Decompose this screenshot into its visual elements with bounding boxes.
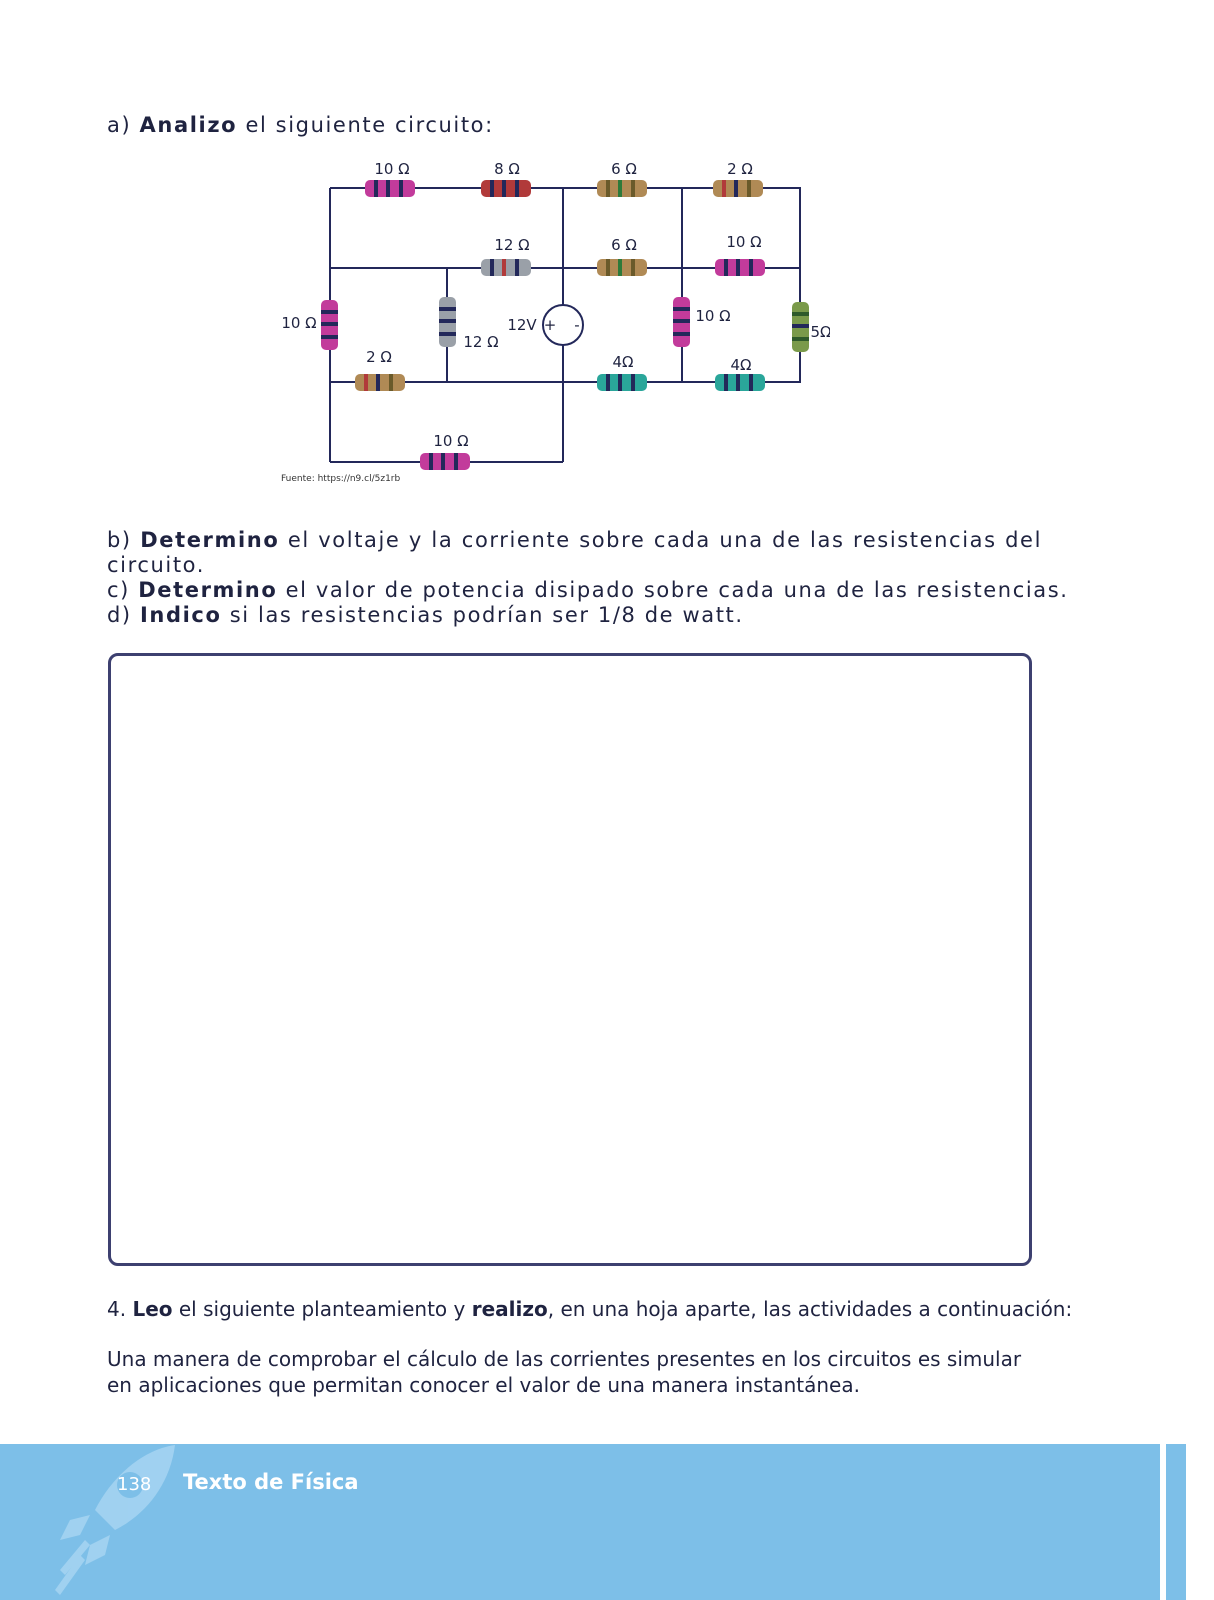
label-r-mid-10: 10 Ω	[726, 233, 761, 251]
label-minus: -	[574, 316, 579, 334]
item-4-instruction: 4. Leo el siguiente planteamiento y real…	[107, 1297, 1073, 1321]
label-r-top-1: 10 Ω	[374, 160, 409, 178]
resistor-top-2	[481, 180, 531, 197]
footer-side-bar	[1166, 1444, 1186, 1600]
intro-paragraph: Una manera de comprobar el cálculo de la…	[107, 1347, 1022, 1397]
label-r-vert-12: 12 Ω	[463, 333, 498, 351]
label-r-bottom-10: 10 Ω	[433, 432, 468, 450]
resistor-mid-12	[481, 259, 531, 276]
label-r-5: 5Ω	[810, 323, 830, 341]
circuit-diagram: 10 Ω 8 Ω 6 Ω 2 Ω 12 Ω 6 Ω 10 Ω 10 Ω 2 Ω …	[281, 160, 830, 470]
resistor-vert-10	[673, 297, 690, 347]
image-source-credit: Fuente: https://n9.cl/5z1rb	[281, 474, 401, 484]
resistor-left-10	[321, 300, 338, 350]
label-r-vert-10: 10 Ω	[695, 307, 730, 325]
resistor-4-right	[715, 374, 765, 391]
rocket-icon	[55, 1445, 175, 1595]
book-title: Texto de Física	[183, 1470, 359, 1494]
label-source-voltage: 12V	[507, 316, 537, 334]
question-b: b) Determino el voltaje y la corriente s…	[107, 528, 1043, 577]
label-r-mid-12: 12 Ω	[494, 236, 529, 254]
resistor-2	[355, 374, 405, 391]
question-a: a) Analizo el siguiente circuito:	[107, 113, 494, 137]
resistor-top-1	[365, 180, 415, 197]
resistor-5	[792, 302, 809, 352]
label-r-top-2: 8 Ω	[494, 160, 520, 178]
label-r-2: 2 Ω	[366, 348, 392, 366]
resistor-top-3	[597, 180, 647, 197]
resistor-top-4	[713, 180, 763, 197]
resistor-mid-10	[715, 259, 765, 276]
resistor-bottom-10	[420, 453, 470, 470]
resistor-mid-6	[597, 259, 647, 276]
voltage-source	[542, 304, 584, 346]
label-r-4-left: 4Ω	[612, 353, 633, 371]
resistor-4-left	[597, 374, 647, 391]
label-r-4-right: 4Ω	[730, 356, 751, 374]
footer-band	[0, 1444, 1160, 1600]
answer-box[interactable]	[108, 653, 1032, 1266]
page-number: 138	[117, 1474, 152, 1495]
question-c: c) Determino el valor de potencia disipa…	[107, 578, 1069, 602]
label-r-left-10: 10 Ω	[281, 314, 316, 332]
label-r-mid-6: 6 Ω	[611, 236, 637, 254]
label-plus: +	[544, 316, 557, 334]
resistor-vert-12	[439, 297, 456, 347]
question-d: d) Indico si las resistencias podrían se…	[107, 603, 744, 627]
label-r-top-3: 6 Ω	[611, 160, 637, 178]
label-r-top-4: 2 Ω	[727, 160, 753, 178]
